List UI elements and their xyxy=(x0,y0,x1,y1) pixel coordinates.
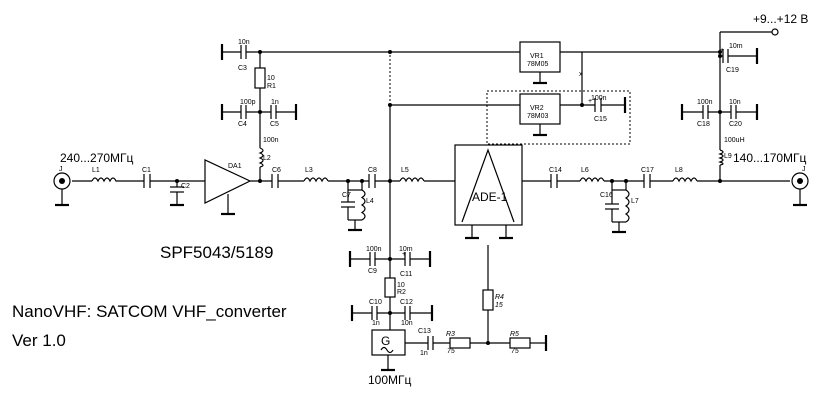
part-label-c8: C8 xyxy=(368,167,377,174)
wires xyxy=(72,31,790,370)
part-label-l7: L7 xyxy=(631,198,639,205)
part-label-l3: L3 xyxy=(305,167,313,174)
design-title: NanoVHF: SATCOM VHF_converter xyxy=(12,302,287,321)
output-j-label: J xyxy=(802,166,806,173)
part-label-x: x xyxy=(579,71,583,78)
part-label-r2v: 10 xyxy=(397,282,405,289)
part-label-c19v: 10m xyxy=(729,43,743,50)
part-label-plus: + xyxy=(720,47,724,54)
resistors xyxy=(254,67,531,349)
regulator-vr1 xyxy=(519,41,561,73)
input-connector xyxy=(53,172,71,205)
supply-terminal xyxy=(771,28,779,36)
supply-voltage-label: +9...+12 В xyxy=(753,12,808,26)
part-label-r2: R2 xyxy=(397,289,406,296)
part-label-c9: C9 xyxy=(368,268,377,275)
inductor-coils xyxy=(91,147,724,223)
part-label-c15: C15 xyxy=(594,116,607,123)
part-label-c13v: 1n xyxy=(420,350,428,357)
part-label-c18: C18 xyxy=(697,121,710,128)
junction-dots xyxy=(175,50,722,345)
part-label-plus: + xyxy=(588,98,592,105)
part-label-c10v: 1n xyxy=(372,320,380,327)
part-label-c12v: 10n xyxy=(401,320,413,327)
part-label-c11: C11 xyxy=(400,271,412,278)
part-label-c19: C19 xyxy=(726,67,739,74)
part-label-c12: C12 xyxy=(400,299,413,306)
part-label-c4: C4 xyxy=(238,121,247,128)
part-label-c5v: 1n xyxy=(271,99,279,106)
part-label-c10: C10 xyxy=(369,299,382,306)
lo-frequency-label: 100МГц xyxy=(368,373,412,387)
part-label-r3v: 75 xyxy=(447,348,455,355)
part-label-c20: C20 xyxy=(729,121,742,128)
ground-symbols xyxy=(55,44,807,372)
part-label-vr2v: 78M03 xyxy=(527,113,549,120)
part-label-c5: C5 xyxy=(270,121,279,128)
output-frequency-label: 140...170МГц xyxy=(733,151,807,165)
capacitors xyxy=(143,45,737,350)
part-label-vr2: VR2 xyxy=(530,105,544,112)
part-label-r5: R5 xyxy=(510,331,519,338)
input-frequency-label: 240...270МГц xyxy=(60,151,134,165)
part-label-c17: C17 xyxy=(641,167,654,174)
part-label-c4v: 100p xyxy=(240,99,256,106)
part-label-c14: C14 xyxy=(549,167,562,174)
part-label-c3: C3 xyxy=(238,65,247,72)
part-label-l1: L1 xyxy=(92,167,100,174)
part-label-l2: L2 xyxy=(263,155,271,162)
part-label-c20v: 10n xyxy=(729,99,741,106)
part-label-l8: L8 xyxy=(675,167,683,174)
mixer-label: ADE-1 xyxy=(472,190,508,204)
part-label-l5: L5 xyxy=(401,167,409,174)
oscillator-label: G xyxy=(381,334,390,348)
mixer-ade1 xyxy=(454,144,523,226)
part-label-l9: L9 xyxy=(724,153,732,160)
part-label-c16: C16 xyxy=(600,192,613,199)
regulator-vr2 xyxy=(519,93,561,125)
amplifier-da1 xyxy=(204,159,252,204)
part-label-c13: C13 xyxy=(418,328,431,335)
part-label-r4v: 15 xyxy=(495,302,503,309)
input-j-label: J xyxy=(59,166,63,173)
version-label: Ver 1.0 xyxy=(12,331,66,350)
part-label-c2: C2 xyxy=(181,183,190,190)
part-label-c18v: 100n xyxy=(697,99,713,106)
part-label-c1: C1 xyxy=(142,167,151,174)
part-label-c3v: 10n xyxy=(238,39,250,46)
part-label-l6: L6 xyxy=(581,167,589,174)
part-label-l9v: 100uH xyxy=(724,137,745,144)
oscillator-g xyxy=(371,329,406,356)
da1-label: DA1 xyxy=(228,163,242,170)
part-label-plus: + xyxy=(402,251,406,258)
part-label-vr1v: 78M05 xyxy=(527,61,549,68)
part-label-c9v: 100n xyxy=(366,246,382,253)
part-label-c11v: 10m xyxy=(399,246,413,253)
part-label-r4: R4 xyxy=(495,294,504,301)
part-label-vr1: VR1 xyxy=(530,53,544,60)
part-label-r5v: 75 xyxy=(511,348,519,355)
part-label-l2v: 100n xyxy=(263,137,279,144)
part-label-r1v: 10 xyxy=(267,75,275,82)
amplifier-model-label: SPF5043/5189 xyxy=(160,243,273,262)
part-label-l4: L4 xyxy=(366,198,374,205)
part-label-r3: R3 xyxy=(446,331,455,338)
part-label-c6: C6 xyxy=(272,167,281,174)
output-connector xyxy=(791,172,809,205)
labels: +9...+12 В 240...270МГц 140...170МГц J J… xyxy=(12,12,808,387)
part-label-c15v: 100n xyxy=(591,95,607,102)
part-label-c7: C7 xyxy=(342,192,351,199)
part-label-r1: R1 xyxy=(267,83,276,90)
